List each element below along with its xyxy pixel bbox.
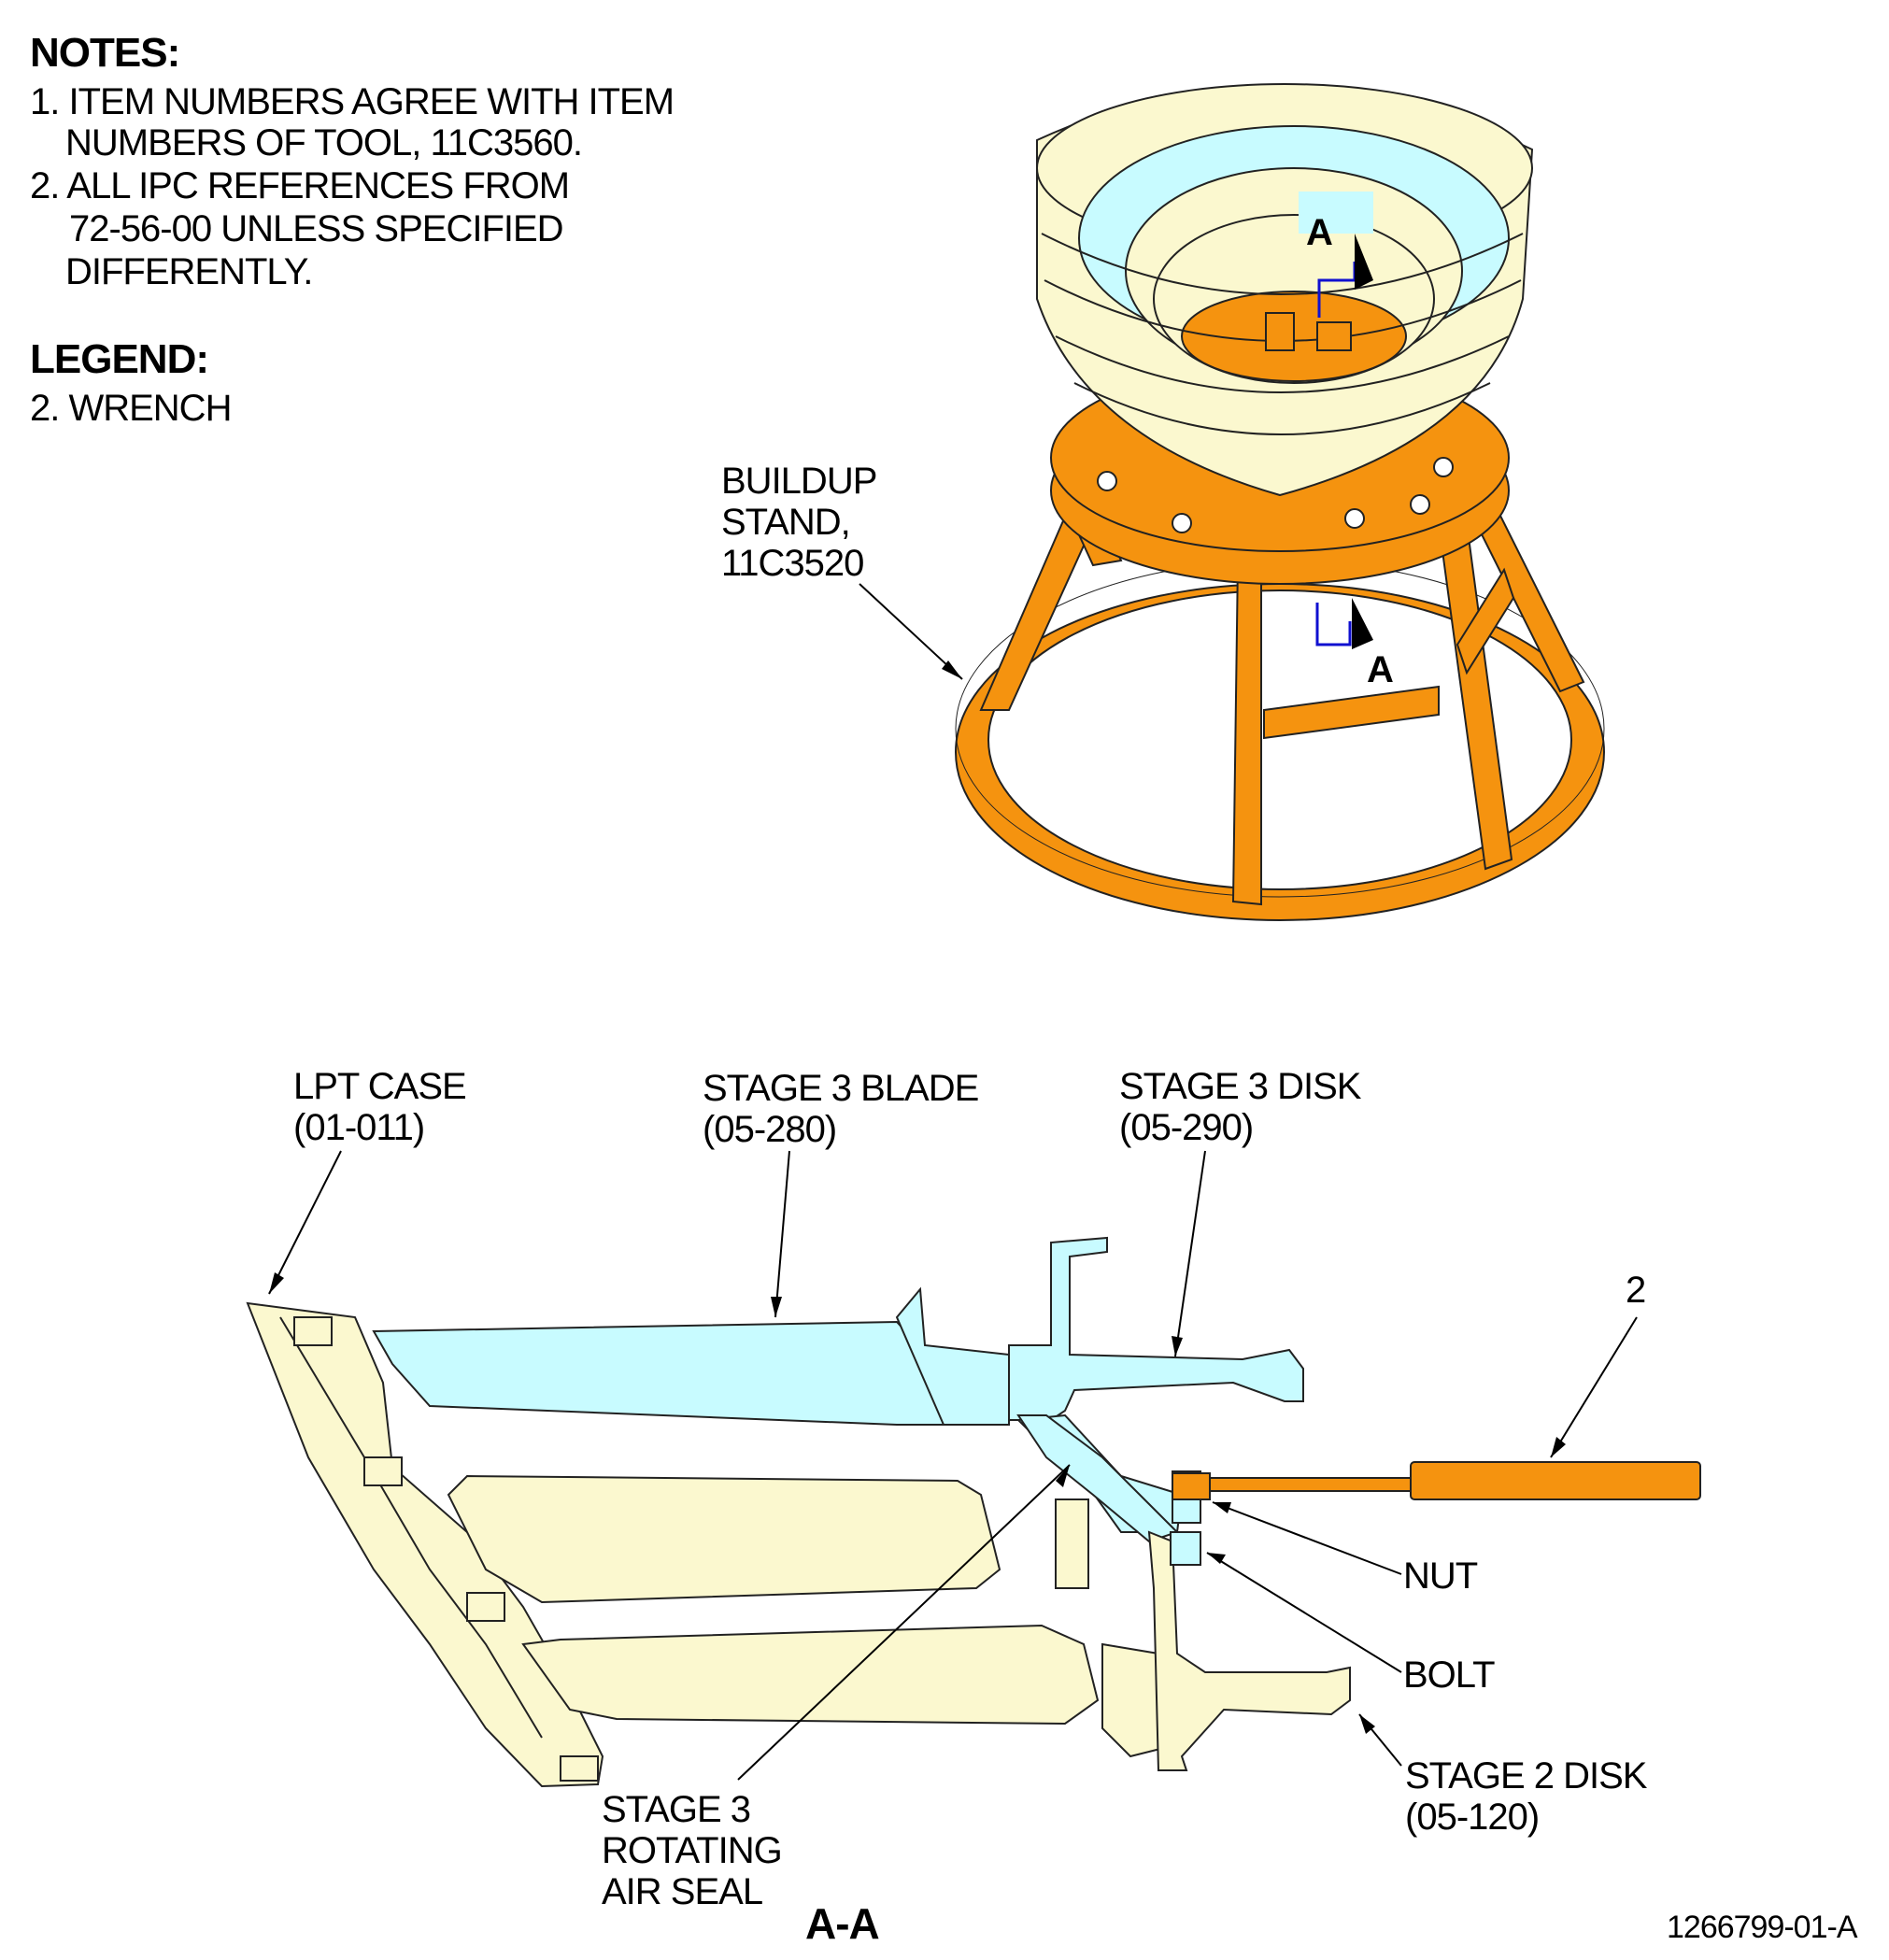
stage3-blade-label-line-1: STAGE 3 BLADE bbox=[703, 1068, 979, 1109]
notes-heading: NOTES: bbox=[30, 30, 180, 76]
stand-label-line-1: BUILDUP bbox=[721, 461, 877, 502]
stage3-blade bbox=[372, 1286, 1010, 1426]
note-1-line-2: NUMBERS OF TOOL, 11C3560. bbox=[65, 122, 583, 163]
section-leaders bbox=[268, 1150, 1638, 1781]
figure-id: 1266799-01-A bbox=[1667, 1910, 1858, 1945]
note-1-line-1: 1. ITEM NUMBERS AGREE WITH ITEM bbox=[30, 81, 675, 122]
stage2-disk-label-line-1: STAGE 2 DISK bbox=[1405, 1755, 1647, 1797]
wrench-head bbox=[1172, 1472, 1211, 1500]
stand-label-line-3: 11C3520 bbox=[721, 543, 864, 584]
stand-label-line-2: STAND, bbox=[721, 502, 851, 543]
stage3-air-seal bbox=[1016, 1414, 1179, 1543]
section-marker-top: A bbox=[1306, 212, 1373, 318]
note-2-line-1: 2. ALL IPC REFERENCES FROM bbox=[30, 165, 570, 206]
lpt-case-label-line-2: (01-011) bbox=[293, 1107, 425, 1148]
stage2-disk bbox=[1147, 1530, 1351, 1771]
stage3-disk-label-line-2: (05-290) bbox=[1119, 1107, 1254, 1148]
section-title: A-A bbox=[805, 1899, 880, 1948]
section-marker-bottom: A bbox=[1315, 598, 1394, 690]
note-2-line-2: 72-56-00 UNLESS SPECIFIED bbox=[69, 208, 564, 249]
legend-item-wrench: 2. WRENCH bbox=[30, 388, 232, 429]
stand-leader-line bbox=[859, 583, 963, 680]
air-seal-label-line-2: ROTATING bbox=[602, 1830, 783, 1871]
lpt-module bbox=[1036, 83, 1534, 497]
nut-label: NUT bbox=[1403, 1555, 1478, 1597]
bolt-label: BOLT bbox=[1403, 1655, 1496, 1696]
air-seal-label-line-1: STAGE 3 bbox=[602, 1789, 751, 1830]
wrench-handle bbox=[1410, 1461, 1701, 1500]
lpt-case-label-line-1: LPT CASE bbox=[293, 1066, 467, 1107]
bolt-shape bbox=[1170, 1531, 1201, 1566]
legend-heading: LEGEND: bbox=[30, 336, 209, 382]
stage3-disk-label-line-1: STAGE 3 DISK bbox=[1119, 1066, 1361, 1107]
item-2-callout: 2 bbox=[1626, 1270, 1646, 1311]
wrench-shaft bbox=[1209, 1477, 1416, 1492]
section-marker-top-letter: A bbox=[1306, 212, 1333, 253]
section-marker-bottom-letter: A bbox=[1367, 649, 1394, 690]
wrench bbox=[1172, 1461, 1701, 1500]
air-seal-label-line-3: AIR SEAL bbox=[602, 1871, 763, 1912]
section-leader-arrowheads bbox=[269, 1272, 1566, 1734]
note-2-line-3: DIFFERENTLY. bbox=[65, 251, 313, 292]
stage2-blades bbox=[447, 1474, 1170, 1758]
lpt-case bbox=[246, 1301, 604, 1788]
stage2-disk-label-line-2: (05-120) bbox=[1405, 1797, 1540, 1838]
stage3-blade-label-line-2: (05-280) bbox=[703, 1109, 837, 1150]
